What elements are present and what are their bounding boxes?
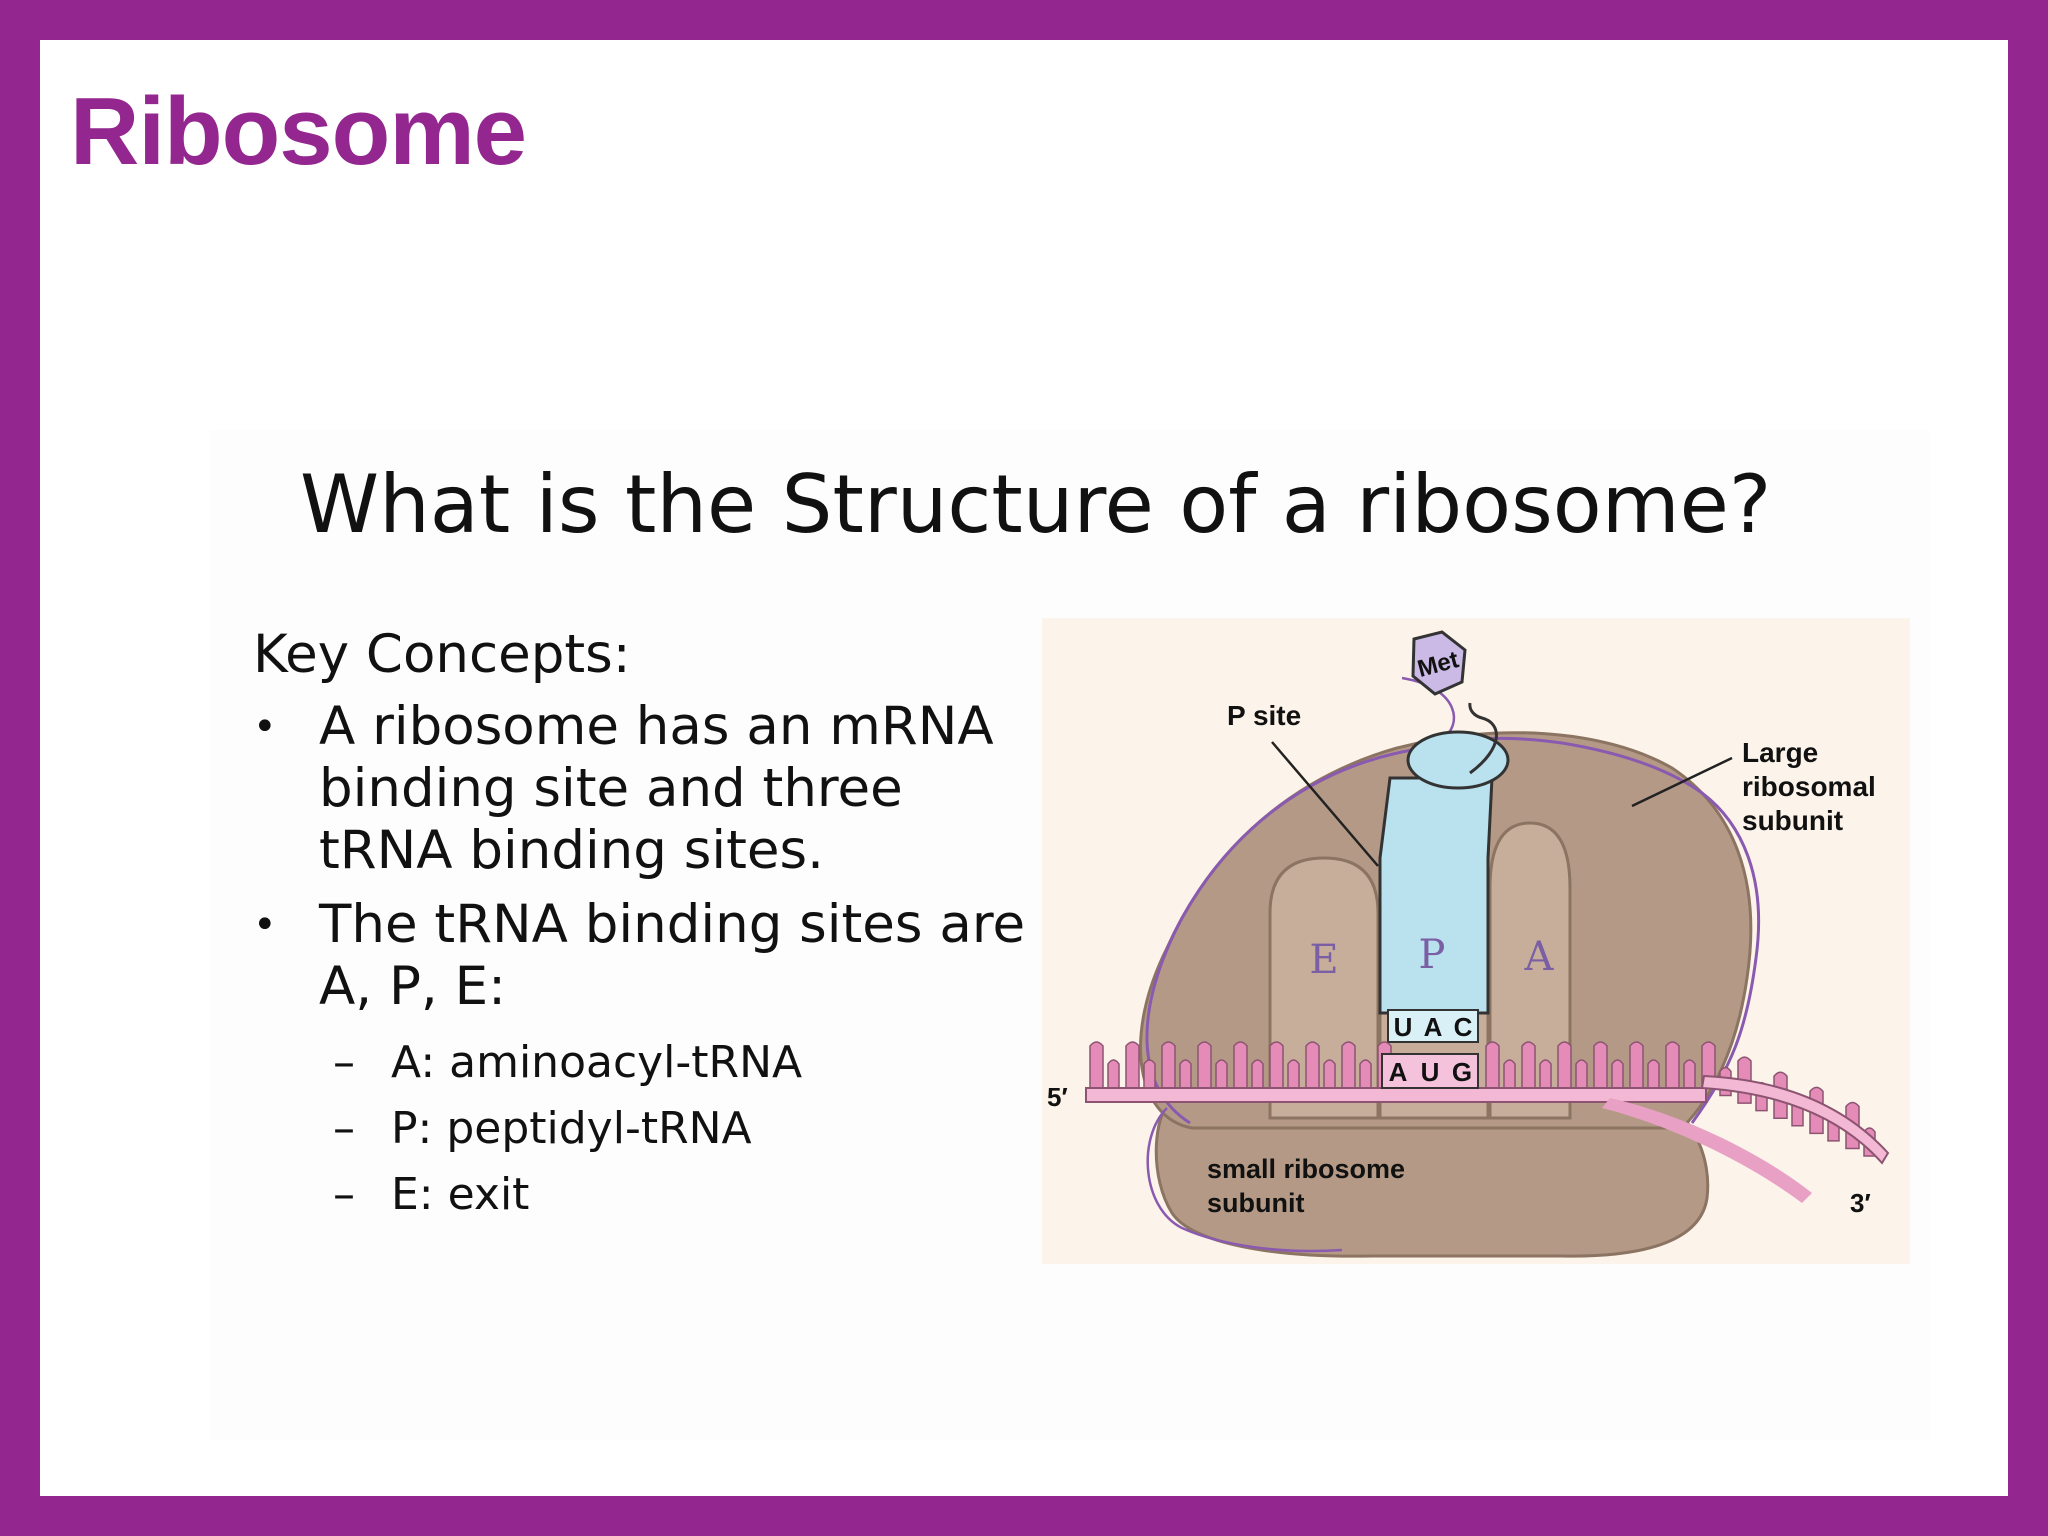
- large-subunit-label: Large: [1742, 737, 1818, 768]
- sub-item: – P: peptidyl-tRNA: [333, 1096, 1033, 1162]
- sub-list: – A: aminoacyl-tRNA – P: peptidyl-tRNA –…: [333, 1030, 1033, 1228]
- ribosome-diagram: Met U A C A U G E P A P site Large ribos…: [1042, 618, 1910, 1264]
- codon-base: G: [1452, 1057, 1472, 1087]
- slide-title: Ribosome: [70, 78, 527, 185]
- trna-body: [1378, 776, 1494, 1015]
- sub-item-text: P: peptidyl-tRNA: [391, 1103, 752, 1154]
- mrna-tick: [1611, 1059, 1624, 1089]
- sub-item-text: A: aminoacyl-tRNA: [391, 1037, 803, 1088]
- mrna-tick: [1341, 1041, 1356, 1089]
- small-subunit-label: small ribosome: [1207, 1154, 1405, 1184]
- sub-item: – E: exit: [333, 1162, 1033, 1228]
- mrna-tick: [1359, 1059, 1372, 1089]
- mrna-tail-shadow: [1602, 1098, 1812, 1203]
- bullet-item: • A ribosome has an mRNA binding site an…: [253, 696, 1033, 882]
- mrna-tick: [1233, 1041, 1248, 1089]
- mrna-tail: [1700, 1074, 1890, 1165]
- bullet-text: The tRNA binding sites are A, P, E:: [319, 894, 1026, 1017]
- mrna-tick: [1089, 1041, 1104, 1089]
- anticodon-base: U: [1394, 1012, 1413, 1042]
- annotation-outline: [1146, 1107, 1343, 1253]
- bullet-text: A ribosome has an mRNA binding site and …: [319, 696, 994, 881]
- mrna-tick: [1521, 1041, 1536, 1089]
- sub-item-text: E: exit: [391, 1169, 530, 1220]
- mrna-tick: [1503, 1059, 1516, 1089]
- a-site-pocket: [1488, 821, 1572, 1120]
- p-site-leader-line: [1271, 741, 1379, 867]
- dash-icon: –: [333, 1103, 355, 1154]
- p-site-label: P site: [1227, 700, 1301, 731]
- anticodon-base: C: [1454, 1012, 1473, 1042]
- codon-base: U: [1421, 1057, 1440, 1087]
- mrna-tick: [1683, 1059, 1696, 1089]
- bullet-icon: •: [253, 902, 277, 948]
- met-hexagon: [1411, 630, 1467, 696]
- mrna-tick: [1665, 1041, 1680, 1089]
- dash-icon: –: [333, 1037, 355, 1088]
- mrna-tick: [1143, 1059, 1156, 1089]
- ribosome-diagram-svg: Met U A C A U G E P A P site Large ribos…: [1042, 618, 1910, 1264]
- mrna-tick: [1107, 1059, 1120, 1089]
- mrna-tick: [1485, 1041, 1500, 1089]
- mrna-tick: [1287, 1059, 1300, 1089]
- codon-base: A: [1389, 1057, 1408, 1087]
- small-subunit-shape: [1154, 1096, 1710, 1258]
- trna-curl: [1468, 702, 1498, 775]
- mrna-tick: [1575, 1059, 1588, 1089]
- key-concepts: Key Concepts: • A ribosome has an mRNA b…: [253, 622, 1033, 1228]
- mrna-tick: [1557, 1041, 1572, 1089]
- large-subunit-label: subunit: [1742, 805, 1843, 836]
- mrna-tick: [1539, 1059, 1552, 1089]
- a-site-letter: A: [1524, 934, 1555, 980]
- large-subunit-label: ribosomal: [1742, 771, 1876, 802]
- question-heading: What is the Structure of a ribosome?: [300, 458, 1772, 551]
- bullet-item: • The tRNA binding sites are A, P, E:: [253, 894, 1033, 1018]
- mrna-tick: [1125, 1041, 1140, 1089]
- bullet-icon: •: [253, 704, 277, 750]
- anticodon-box: [1387, 1009, 1479, 1043]
- trna-top: [1406, 730, 1510, 790]
- mrna-tick: [1647, 1059, 1660, 1089]
- mrna-tick: [1323, 1059, 1336, 1089]
- mrna-tick: [1215, 1059, 1228, 1089]
- mrna-tick: [1629, 1041, 1644, 1089]
- mrna-tick: [1269, 1041, 1284, 1089]
- e-site-letter: E: [1309, 937, 1338, 983]
- key-concepts-heading: Key Concepts:: [253, 624, 631, 685]
- annotation-outline: [1145, 736, 1761, 1125]
- five-prime-label: 5′: [1047, 1082, 1068, 1112]
- dash-icon: –: [333, 1169, 355, 1220]
- mrna-tick: [1161, 1041, 1176, 1089]
- codon-box: [1381, 1053, 1479, 1089]
- mrna-tick: [1305, 1041, 1320, 1089]
- mrna-tick: [1251, 1059, 1264, 1089]
- mrna-tick: [1179, 1059, 1192, 1089]
- mrna-tick: [1197, 1041, 1212, 1089]
- large-subunit-leader-line: [1631, 756, 1733, 808]
- small-subunit-label: subunit: [1207, 1188, 1304, 1218]
- anticodon-base: A: [1424, 1012, 1443, 1042]
- sub-item: – A: aminoacyl-tRNA: [333, 1030, 1033, 1096]
- mrna-tick: [1593, 1041, 1608, 1089]
- p-site-letter: P: [1419, 932, 1446, 978]
- three-prime-label: 3′: [1850, 1188, 1871, 1218]
